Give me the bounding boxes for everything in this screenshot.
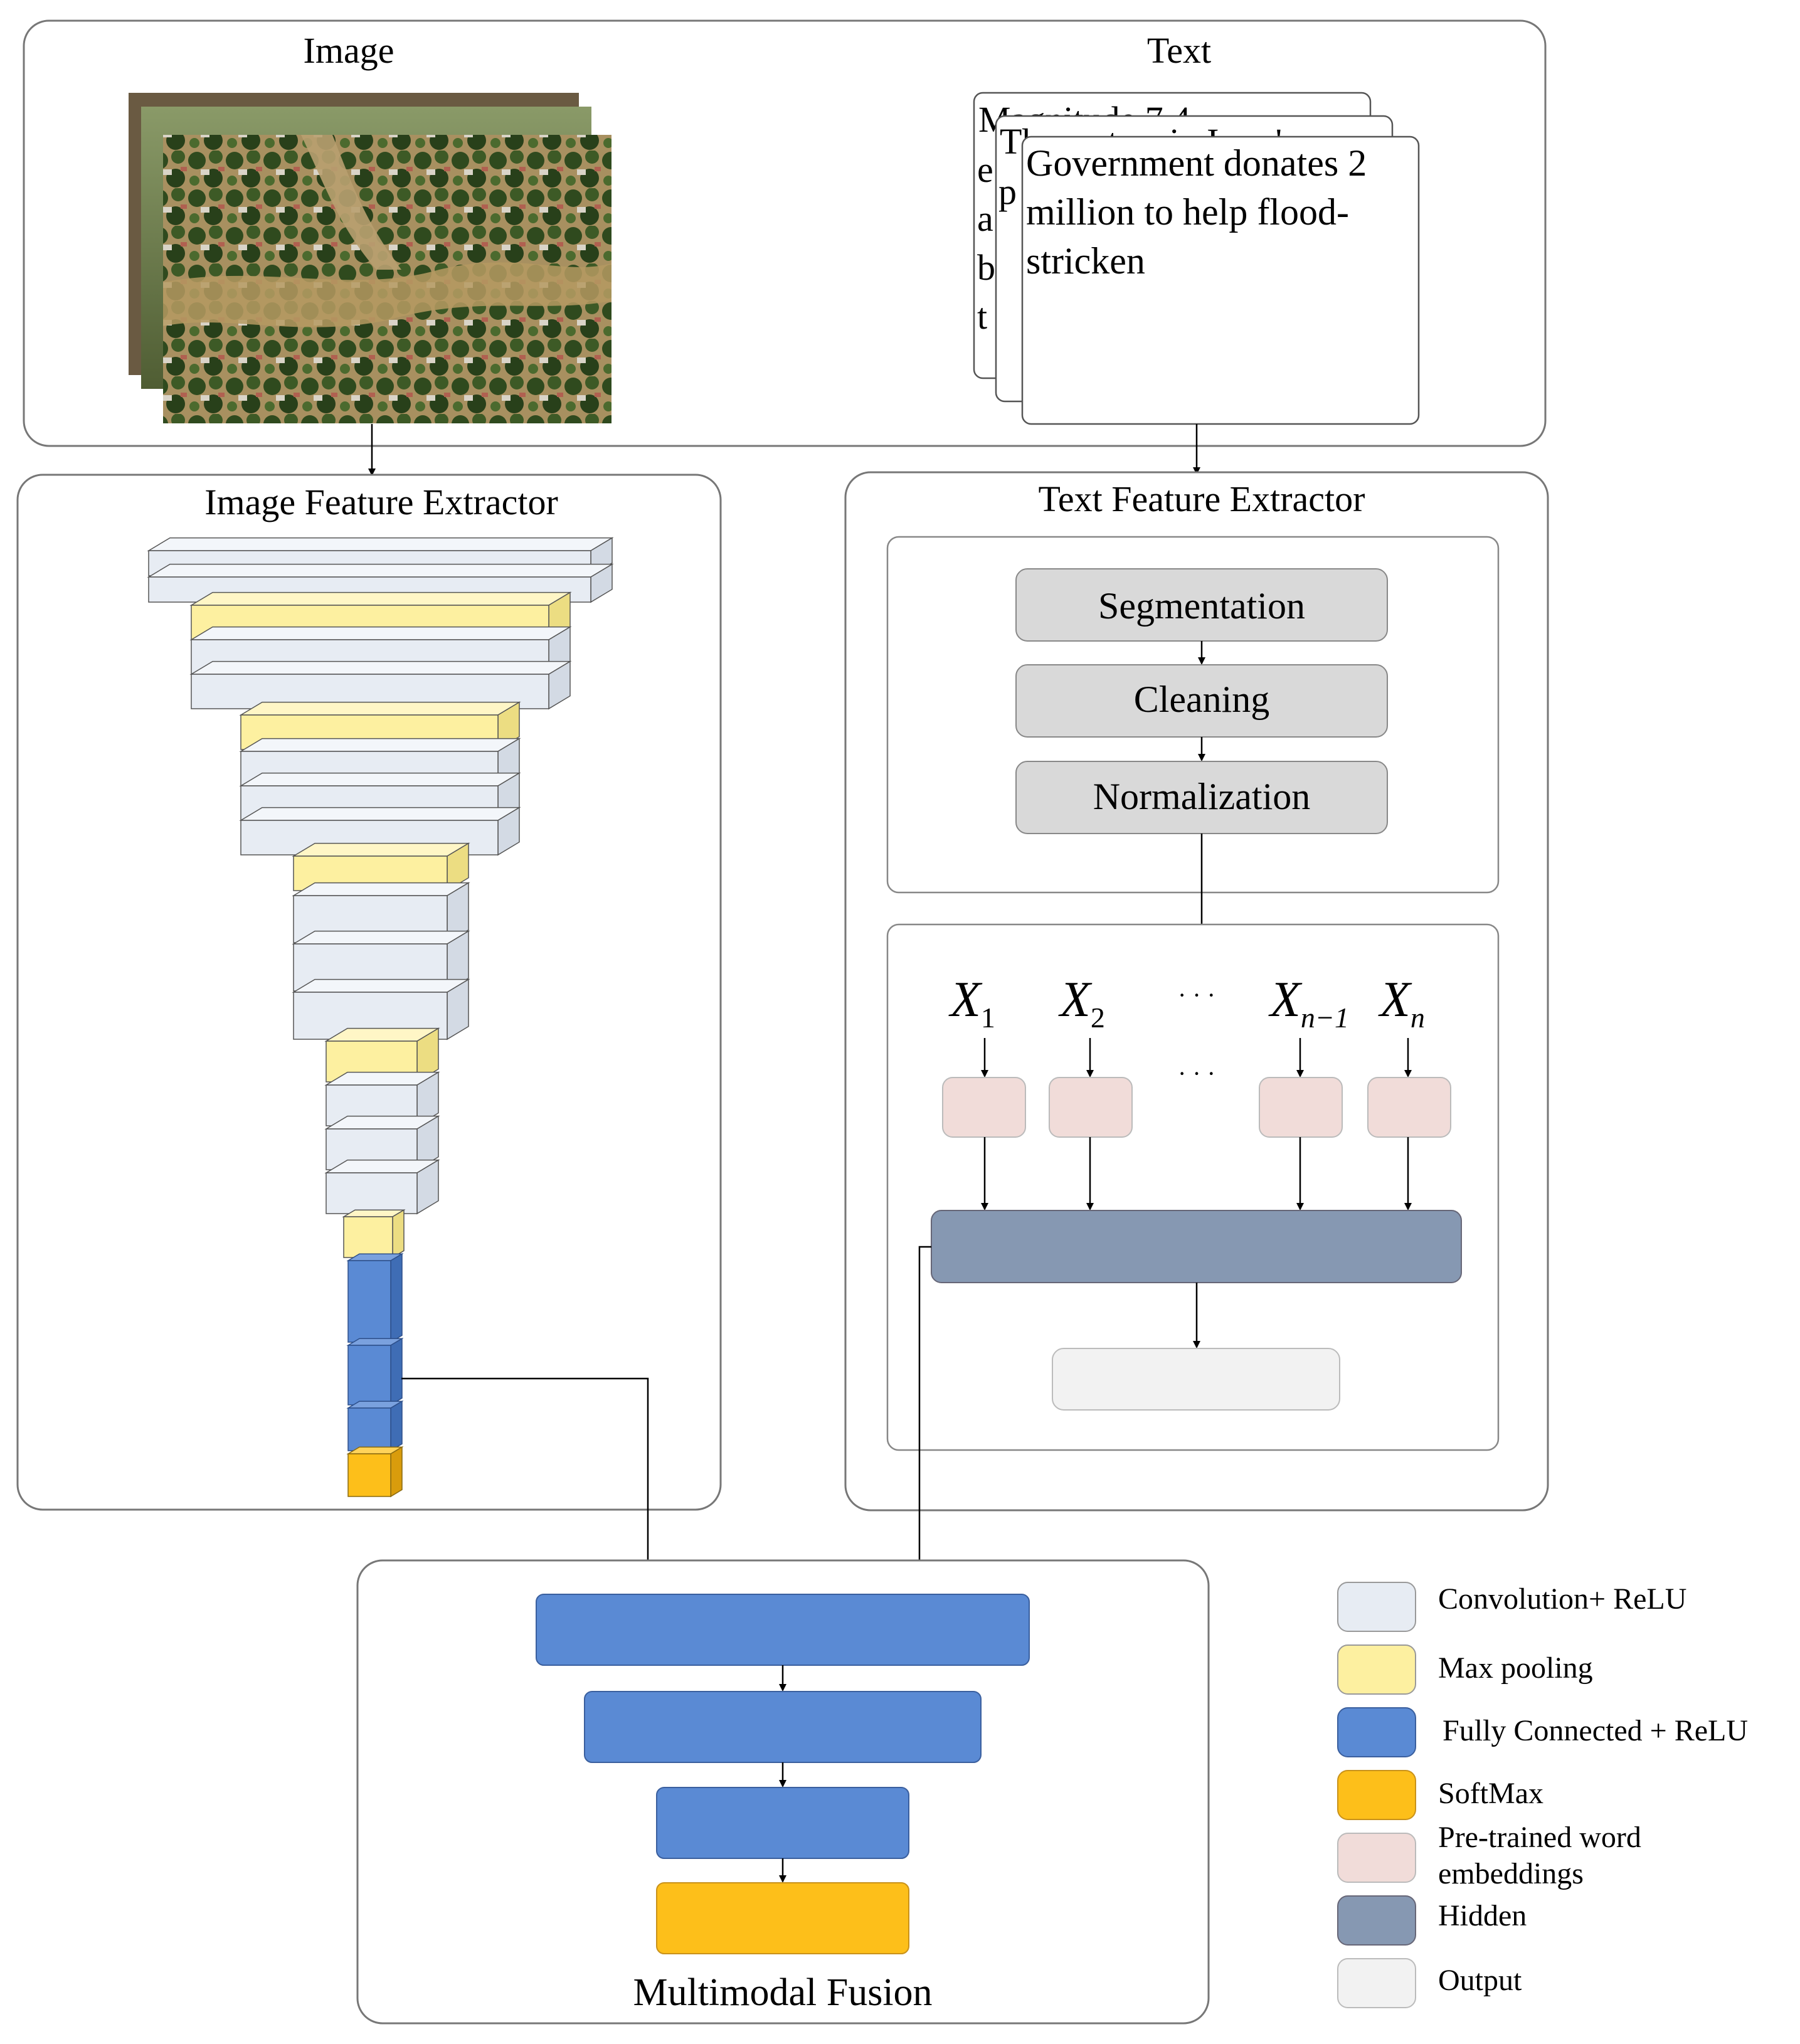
cnn-layer-side-face — [390, 1446, 403, 1498]
normalization-label: Normalization — [1093, 776, 1311, 817]
cnn-layer-top-face — [147, 537, 614, 551]
cnn-layer-top-face — [292, 930, 470, 945]
cnn-layer-front-face — [326, 1172, 418, 1214]
token-x2: X2 — [1058, 972, 1105, 1034]
text-card-front — [1021, 135, 1420, 425]
text-card-stack: Magnitude 7.4 e a b t The waters in Irma… — [973, 92, 1420, 425]
cnn-layer-front-face — [347, 1260, 391, 1343]
cnn-layer-top-face — [239, 772, 521, 786]
legend-swatch-embedding — [1337, 1833, 1416, 1883]
token-x1: X1 — [948, 972, 995, 1034]
cnn-layer-side-face — [390, 1400, 403, 1452]
cnn-layer-top-face — [292, 978, 470, 993]
legend-label: Fully Connected + ReLU — [1443, 1714, 1748, 1747]
legend: Convolution+ ReLU Max pooling Fully Conn… — [1337, 1582, 1748, 2008]
fusion-fc-layer-1 — [536, 1594, 1030, 1666]
legend-label: Hidden — [1438, 1899, 1527, 1932]
legend-swatch-softmax — [1337, 1770, 1416, 1820]
cnn-layer-conv — [324, 1159, 440, 1215]
word-embedding-box — [942, 1077, 1026, 1138]
cnn-layer-top-face — [239, 701, 521, 716]
cnn-layer-conv — [189, 660, 572, 710]
cnn-layer-side-face — [390, 1252, 403, 1343]
cnn-layer-top-face — [292, 882, 470, 896]
legend-label: Output — [1438, 1964, 1522, 1997]
cnn-layer-front-face — [347, 1453, 391, 1497]
cnn-layer-top-face — [189, 660, 572, 675]
legend-label: Max pooling — [1438, 1651, 1593, 1685]
cnn-layer-top-face — [147, 563, 614, 578]
back-card-line: e — [977, 149, 993, 190]
middle-card-line: p — [998, 171, 1017, 212]
fusion-title: Multimodal Fusion — [633, 1971, 932, 2014]
legend-label: SoftMax — [1438, 1777, 1543, 1810]
image-to-fusion-arrow — [401, 1377, 652, 1594]
back-card-line: a — [977, 198, 993, 239]
text-input-title: Text — [1147, 30, 1211, 71]
token-xn-minus-1: Xn−1 — [1268, 972, 1349, 1034]
back-card-line: b — [977, 247, 995, 288]
image-extractor-title: Image Feature Extractor — [204, 482, 558, 522]
segmentation-label: Segmentation — [1098, 585, 1305, 627]
cnn-layer-pool — [342, 1209, 406, 1259]
cnn-layer-top-face — [239, 738, 521, 752]
cnn-layer-fc — [346, 1252, 404, 1343]
legend-label: Pre-trained word — [1438, 1821, 1641, 1854]
cnn-layer-side-face — [390, 1337, 403, 1406]
legend-swatch-output — [1337, 1958, 1416, 2008]
text-to-fusion-arrow — [916, 1246, 931, 1594]
cnn-layer-top-face — [189, 626, 572, 640]
text-output-layer — [1052, 1348, 1340, 1411]
cnn-layer-front-face — [347, 1407, 391, 1451]
fusion-softmax-layer — [656, 1882, 909, 1954]
front-card-line: Government donates 2 — [1026, 142, 1367, 184]
word-embedding-box — [1259, 1077, 1343, 1138]
token-xn: Xn — [1378, 972, 1425, 1034]
cnn-layer-top-face — [189, 591, 572, 606]
fusion-fc-layer-2 — [584, 1691, 982, 1763]
back-card-line: t — [977, 296, 987, 337]
cnn-layer-fc — [346, 1400, 404, 1452]
embedding-subpanel — [886, 923, 1500, 1451]
text-extractor-title: Text Feature Extractor — [1039, 479, 1365, 519]
cnn-layer-side-face — [392, 1209, 405, 1259]
legend-label: Convolution+ ReLU — [1438, 1582, 1686, 1616]
cnn-layer-top-face — [292, 842, 470, 857]
front-card-line: million to help flood- — [1026, 191, 1349, 233]
legend-swatch-fc — [1337, 1707, 1416, 1757]
legend-label: embeddings — [1438, 1857, 1584, 1890]
cnn-layer-front-face — [343, 1216, 393, 1258]
image-input-title: Image — [304, 30, 394, 71]
front-card-line: stricken — [1026, 240, 1145, 282]
fusion-fc-layer-3 — [656, 1787, 909, 1859]
word-embedding-box — [1367, 1077, 1451, 1138]
cnn-layer-front-face — [347, 1345, 391, 1406]
legend-swatch-pool — [1337, 1644, 1416, 1695]
cnn-layer-stack — [147, 537, 614, 1498]
word-embedding-box — [1049, 1077, 1133, 1138]
legend-swatch-hidden — [1337, 1895, 1416, 1946]
cnn-layer-softmax — [346, 1446, 404, 1498]
token-ellipsis: · · · — [1178, 981, 1215, 1009]
cnn-layer-top-face — [239, 807, 521, 821]
legend-swatch-conv — [1337, 1582, 1416, 1632]
flood-photo-stack — [129, 93, 611, 423]
cleaning-label: Cleaning — [1134, 679, 1270, 720]
hidden-layer — [931, 1210, 1462, 1283]
cnn-layer-fc — [346, 1337, 404, 1406]
embedding-ellipsis: · · · — [1178, 1059, 1215, 1088]
